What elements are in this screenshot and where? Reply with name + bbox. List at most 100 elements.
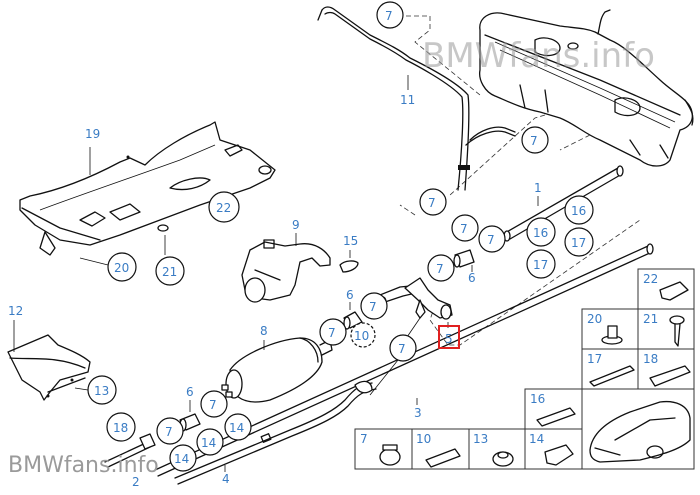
callout-15: 15 (343, 234, 358, 248)
svg-text:16: 16 (571, 204, 586, 218)
callout-6-mid: 6 (346, 288, 354, 302)
inset-label-16: 16 (530, 392, 545, 406)
svg-text:18: 18 (113, 421, 128, 435)
circle-callout-14: 14 (196, 428, 224, 456)
fuel-line-4 (174, 380, 377, 485)
circle-callout-22: 22 (208, 191, 240, 223)
inset-label-17: 17 (587, 352, 602, 366)
clip-14-icon (544, 444, 574, 466)
circle-callout-7: 7 (200, 390, 228, 418)
callout-4: 4 (222, 472, 230, 486)
nut-13-icon (492, 451, 514, 467)
circle-callout-7: 7 (478, 225, 506, 253)
part-15 (339, 260, 359, 273)
circle-callout-7: 7 (419, 188, 447, 216)
svg-text:7: 7 (460, 222, 468, 236)
highlight-box-5 (438, 325, 460, 349)
callout-3: 3 (414, 406, 422, 420)
fuel-line-11 (317, 6, 516, 191)
inset-label-20: 20 (587, 312, 602, 326)
circle-callout-16: 16 (526, 217, 556, 247)
circle-callout-17: 17 (526, 249, 556, 279)
svg-text:22: 22 (216, 201, 231, 215)
fuel-line-2 (104, 433, 156, 468)
circle-callout-7: 7 (319, 318, 347, 346)
callout-12: 12 (8, 304, 23, 318)
stud-20-icon (601, 325, 623, 345)
shield-12 (7, 334, 91, 401)
svg-text:7: 7 (436, 262, 444, 276)
screw-21-icon (669, 315, 685, 347)
fuel-pump-8 (221, 337, 333, 403)
callout-11: 11 (400, 93, 415, 107)
callout-8: 8 (260, 324, 268, 338)
circle-callout-7: 7 (521, 126, 549, 154)
svg-text:14: 14 (201, 436, 216, 450)
hose-clamp-7-icon (379, 444, 401, 466)
inset-label-22: 22 (643, 272, 658, 286)
circle-callout-7: 7 (389, 334, 417, 362)
circle-callout-17: 17 (564, 227, 594, 257)
circle-callout-7: 7 (427, 254, 455, 282)
fuel-pipe-1 (503, 165, 624, 242)
svg-text:16: 16 (533, 226, 548, 240)
callout-9: 9 (292, 218, 300, 232)
circle-callout-18: 18 (106, 412, 136, 442)
svg-text:7: 7 (328, 326, 336, 340)
svg-text:7: 7 (369, 300, 377, 314)
svg-text:17: 17 (533, 258, 548, 272)
circle-callout-20: 20 (107, 252, 137, 282)
svg-text:13: 13 (94, 384, 109, 398)
watermark-top: BMWfans.info (422, 36, 655, 76)
callout-5: 5 (445, 332, 453, 346)
circle-callout-14: 14 (224, 413, 252, 441)
circle-callout-21: 21 (155, 256, 185, 286)
circle-callout-13: 13 (87, 375, 117, 405)
svg-text:14: 14 (174, 452, 189, 466)
inset-label-13: 13 (473, 432, 488, 446)
inset-label-18: 18 (643, 352, 658, 366)
svg-text:17: 17 (571, 236, 586, 250)
callout-2: 2 (132, 475, 140, 489)
svg-text:21: 21 (162, 265, 177, 279)
svg-text:20: 20 (114, 261, 129, 275)
circle-callout-7: 7 (360, 292, 388, 320)
svg-text:7: 7 (209, 398, 217, 412)
connector-6-bottom (179, 413, 201, 432)
svg-text:7: 7 (487, 233, 495, 247)
bracket-17-icon (589, 365, 635, 387)
fuel-tank (479, 9, 694, 167)
callout-6-top: 6 (468, 271, 476, 285)
watermark-bottom: BMWfans.info (8, 453, 159, 478)
connector-6-top (453, 249, 475, 268)
circle-callout-16: 16 (564, 195, 594, 225)
clip-22-icon (659, 281, 689, 301)
svg-text:7: 7 (398, 342, 406, 356)
inset-label-14: 14 (529, 432, 544, 446)
circle-callout-14: 14 (169, 444, 197, 472)
heat-shield-19 (19, 121, 276, 256)
callout-1: 1 (534, 181, 542, 195)
circle-callout-7: 7 (156, 417, 184, 445)
svg-text:7: 7 (530, 134, 538, 148)
inset-label-10: 10 (416, 432, 431, 446)
inset-parts-grid: 22 20 21 17 18 16 7 10 13 1 (354, 268, 695, 470)
svg-text:7: 7 (385, 9, 393, 23)
t-connector-5 (379, 277, 453, 320)
clip-16-icon (536, 407, 576, 427)
circle-callout-7: 7 (451, 214, 479, 242)
svg-text:14: 14 (229, 421, 244, 435)
clip-18-icon (649, 365, 691, 387)
inset-label-21: 21 (643, 312, 658, 326)
circle-callout-7: 7 (376, 1, 404, 29)
svg-text:7: 7 (428, 196, 436, 210)
svg-text:7: 7 (165, 425, 173, 439)
inset-label-7: 7 (360, 432, 368, 446)
clip-10-icon (425, 448, 461, 468)
bracket-9 (241, 239, 331, 303)
callout-19: 19 (85, 127, 100, 141)
circle-callout-10: 10 (350, 322, 376, 348)
svg-text:10: 10 (354, 329, 369, 343)
car-silhouette-icon (589, 400, 691, 463)
